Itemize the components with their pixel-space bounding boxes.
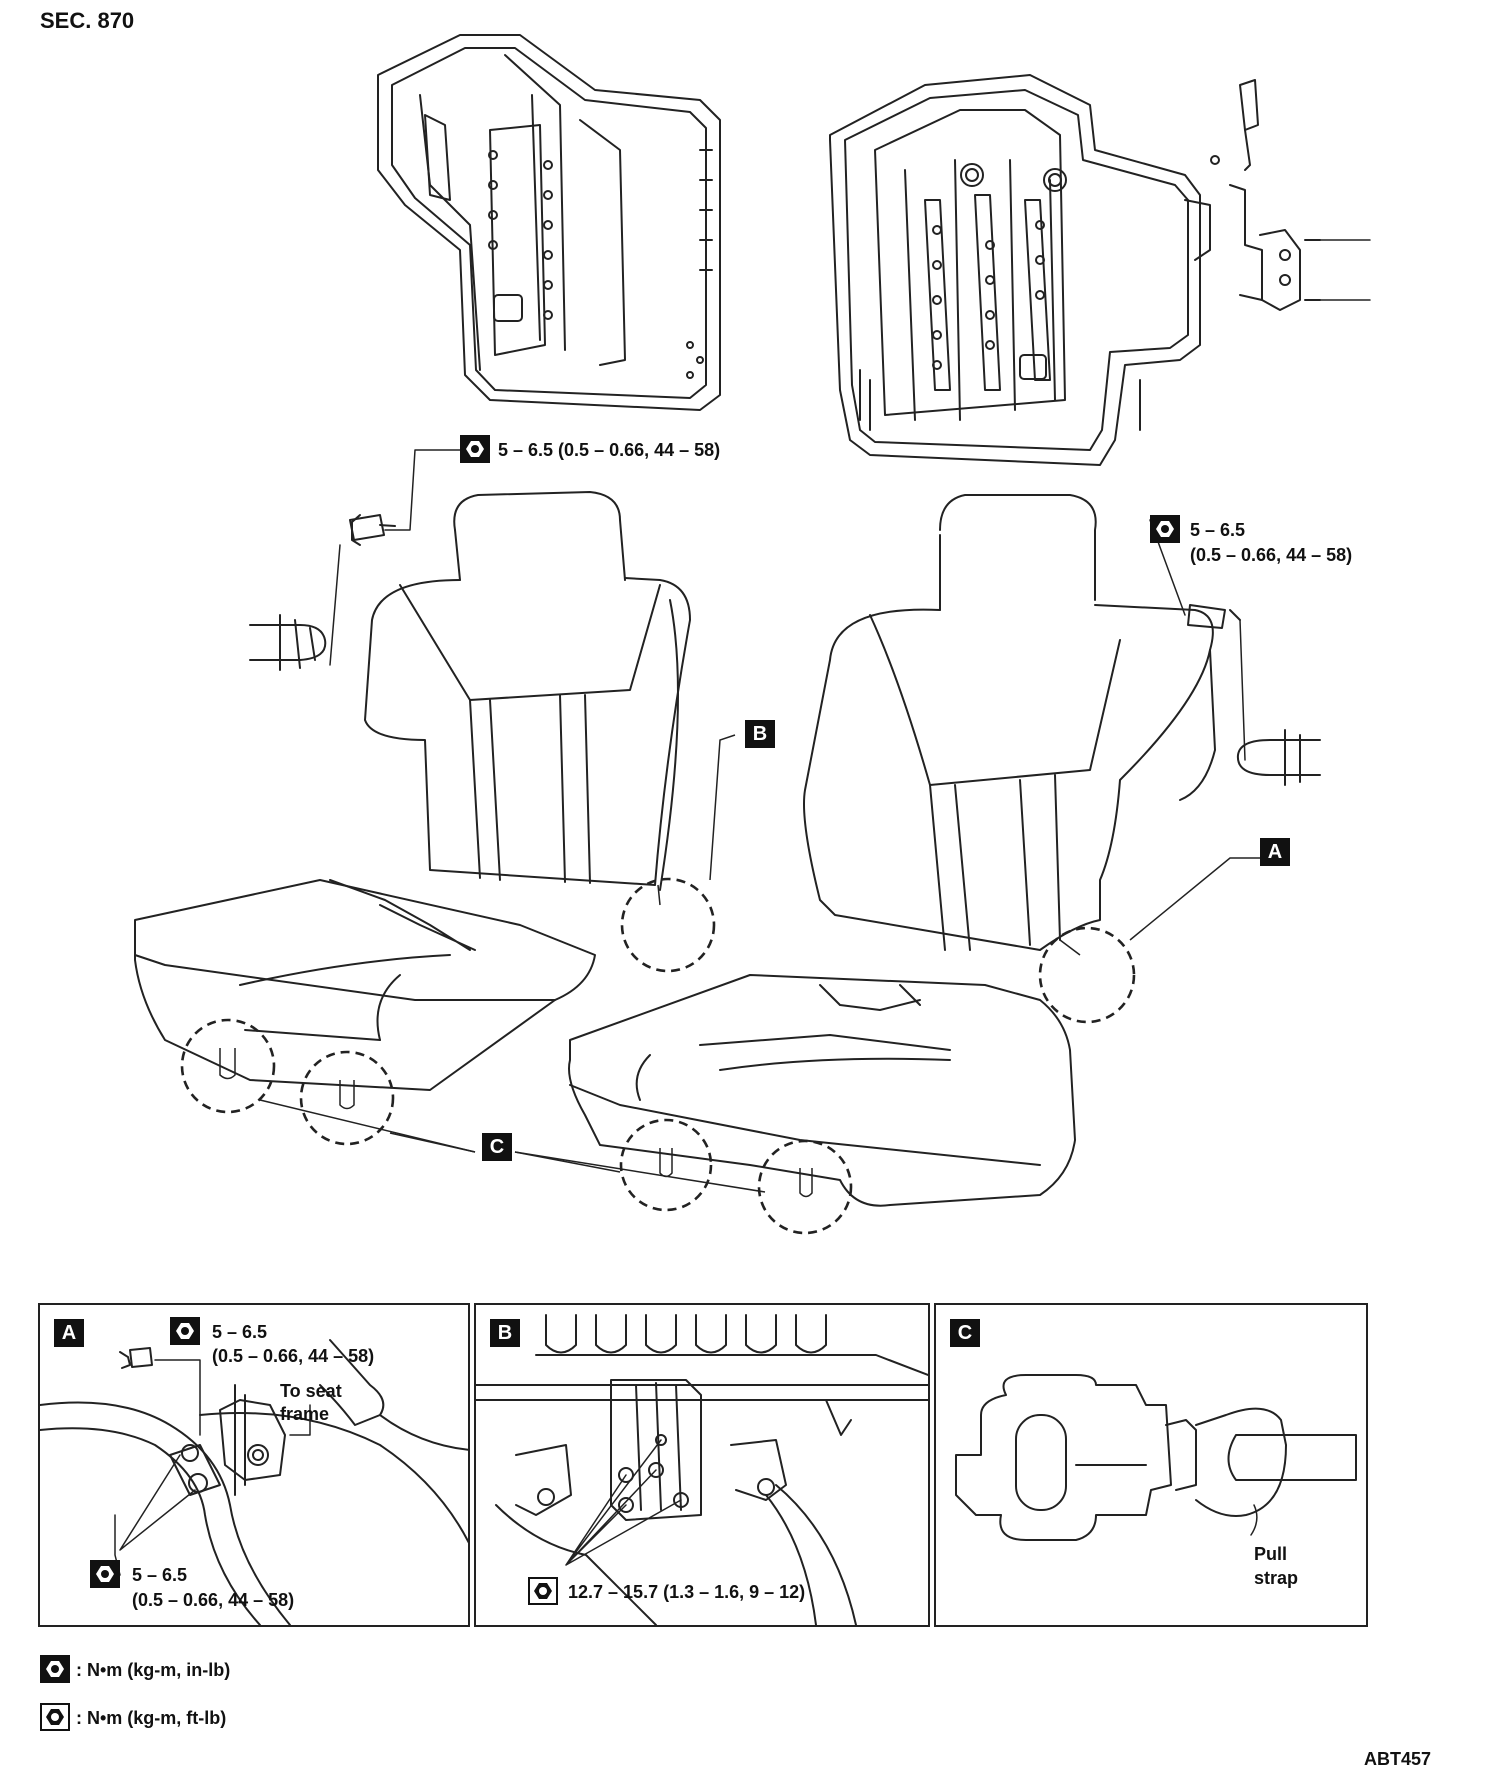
callout-b: B <box>745 720 775 748</box>
legend-ft-lb-icon <box>40 1703 70 1731</box>
seatback-frame-left <box>377 34 721 411</box>
detail-a-tag: A <box>54 1319 84 1347</box>
torque-right-line2: (0.5 – 0.66, 44 – 58) <box>1190 545 1353 565</box>
to-seat-frame-line1: To seat <box>280 1381 342 1401</box>
torque-left-top: 5 – 6.5 (0.5 – 0.66, 44 – 58) <box>498 440 721 460</box>
seatback-frame-right <box>829 74 1371 466</box>
detail-b-drawing <box>476 1314 928 1625</box>
detail-a-top-torque-line2: (0.5 – 0.66, 44 – 58) <box>212 1346 375 1366</box>
diagram-code: ABT457 <box>1364 1749 1432 1769</box>
detail-circles <box>180 877 1136 1235</box>
torque-ft-lb-icon <box>528 1577 558 1605</box>
detail-panel-a: A 5 – 6.5 (0.5 – 0.66, 44 – 58) To seat … <box>38 1303 470 1627</box>
detail-panel-b: B 12.7 – 15.7 (1.3 – 1.6, 9 – 12) <box>474 1303 930 1627</box>
belt-anchors <box>219 884 1081 1198</box>
legend-in-lb: : N•m (kg-m, in-lb) <box>76 1660 231 1680</box>
torque-in-lb-icon <box>170 1317 200 1345</box>
detail-b-tag: B <box>490 1319 520 1347</box>
callout-c: C <box>482 1133 512 1161</box>
detail-a-top-torque-line1: 5 – 6.5 <box>212 1322 268 1342</box>
detail-a-bottom-torque-line1: 5 – 6.5 <box>132 1565 188 1585</box>
seat-right <box>568 494 1216 1207</box>
legend-ft-lb: : N•m (kg-m, ft-lb) <box>76 1708 227 1728</box>
torque-in-lb-icon <box>1150 515 1180 543</box>
seat-left <box>134 491 691 1091</box>
leader-lines <box>259 734 1260 1193</box>
detail-panel-c: C Pull strap <box>934 1303 1368 1627</box>
legend-in-lb-icon <box>40 1655 70 1683</box>
left-bolt-and-buckle <box>249 449 471 671</box>
torque-in-lb-icon <box>90 1560 120 1588</box>
section-title: SEC. 870 <box>40 8 135 33</box>
detail-a-bottom-torque-line2: (0.5 – 0.66, 44 – 58) <box>132 1590 295 1610</box>
detail-b-torque: 12.7 – 15.7 (1.3 – 1.6, 9 – 12) <box>568 1582 806 1602</box>
detail-a-drawing <box>40 1339 468 1625</box>
right-bolt-and-buckle <box>1149 519 1321 786</box>
detail-c-drawing <box>955 1374 1357 1541</box>
pull-strap-line1: Pull <box>1254 1544 1288 1564</box>
torque-right-line1: 5 – 6.5 <box>1190 520 1246 540</box>
torque-in-lb-icon <box>460 435 490 463</box>
pull-strap-line2: strap <box>1254 1568 1299 1588</box>
to-seat-frame-line2: frame <box>280 1404 330 1424</box>
callout-a: A <box>1260 838 1290 866</box>
detail-c-tag: C <box>950 1319 980 1347</box>
